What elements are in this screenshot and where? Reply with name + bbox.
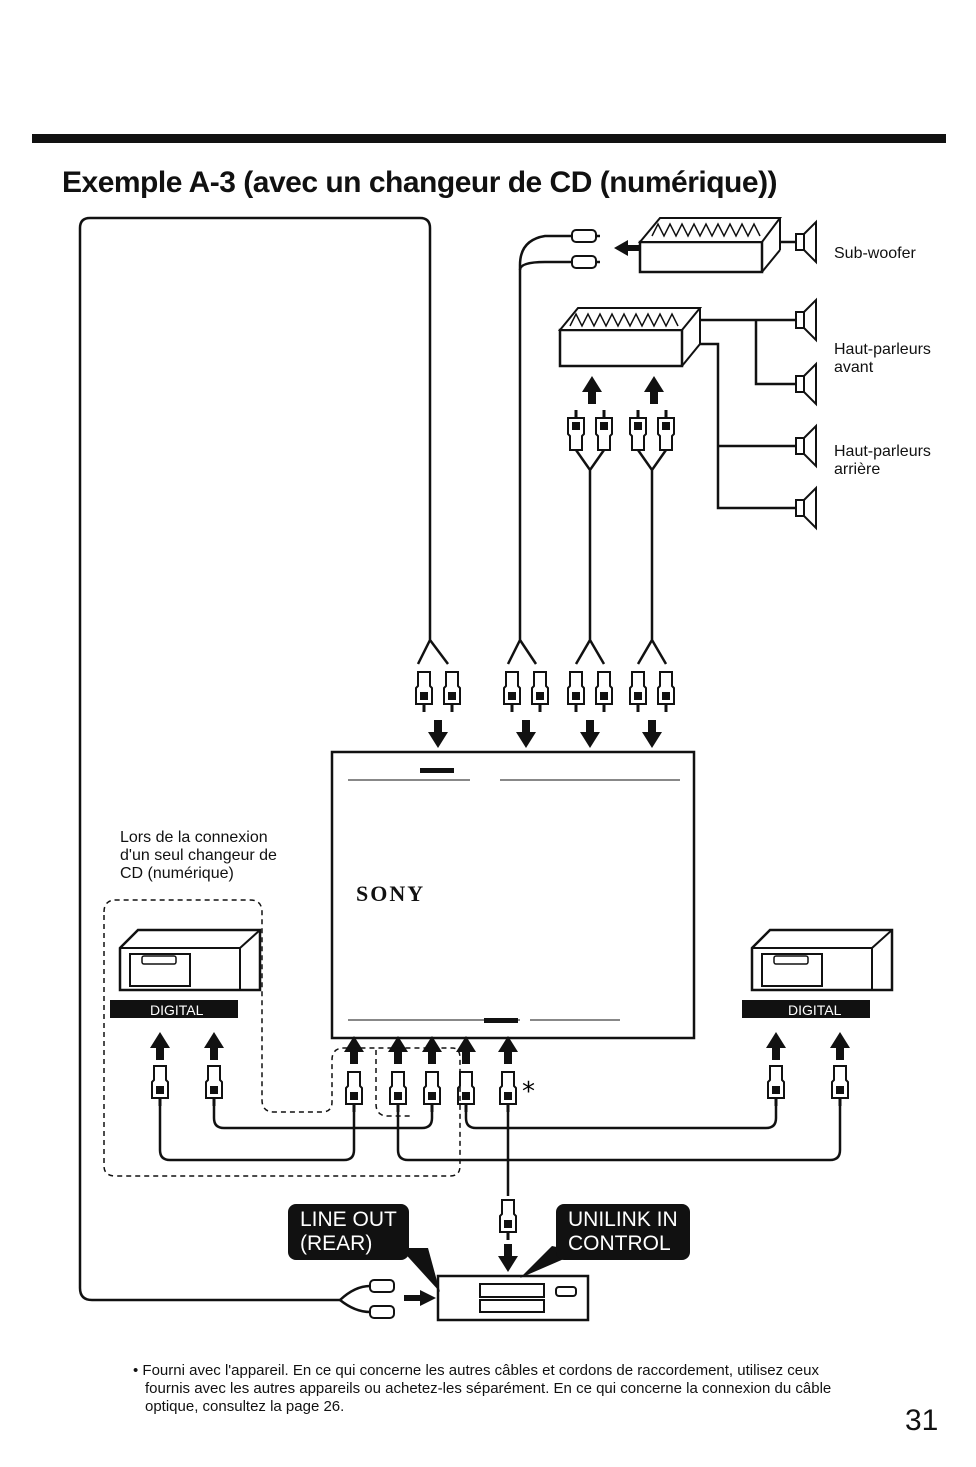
label-digital-right: DIGITAL: [788, 1002, 842, 1018]
footnote-line-3: optique, consultez la page 26.: [145, 1398, 345, 1415]
label-subwoofer: Sub-woofer: [834, 245, 916, 262]
callout-line-out-1: LINE OUT: [300, 1208, 397, 1231]
arrow-up-changer-left-1: [150, 1032, 170, 1060]
arrow-up-control-2: [498, 1036, 518, 1064]
head-unit: [436, 1274, 590, 1322]
subwoofer-input-plugs: [518, 229, 640, 271]
speaker-wires: [700, 318, 796, 510]
bottom-cables: [158, 1106, 842, 1196]
arrow-up-front: [582, 376, 602, 404]
footnote-line-1: • Fourni avec l'appareil. En ce qui conc…: [133, 1362, 819, 1379]
arrow-up-optical-2: [388, 1036, 408, 1064]
page-title: Exemple A-3 (avec un changeur de CD (num…: [62, 166, 778, 199]
label-digital-left: DIGITAL: [150, 1002, 204, 1018]
arrow-up-changer-right-2: [830, 1032, 850, 1060]
amplifier-input-plugs: [566, 408, 676, 452]
top-rule: [32, 134, 946, 143]
arrow-down-rear-out: [580, 720, 600, 748]
callout-line-out: LINE OUT (REAR): [288, 1204, 409, 1260]
asterisk-marker: *: [522, 1077, 535, 1107]
footnote-line-2: fournis avec les autres appareils ou ach…: [145, 1380, 832, 1397]
front-speaker-left: [795, 299, 817, 341]
single-changer-dashed-outline: [103, 899, 461, 1177]
single-changer-note-1: Lors de la connexion: [120, 829, 268, 846]
sony-logo: SONY: [356, 881, 426, 906]
rca-cables: [78, 216, 668, 1302]
footnote: • Fourni avec l'appareil. En ce qui conc…: [133, 1362, 933, 1416]
callout-line-out-2: (REAR): [300, 1232, 373, 1255]
label-rear-speakers-1: Haut-parleurs: [834, 443, 931, 460]
rear-speaker-left: [795, 425, 817, 467]
callout-unilink: UNILINK IN CONTROL: [556, 1204, 690, 1260]
processor-unit: [330, 750, 696, 1040]
arrow-down-front-out: [642, 720, 662, 748]
label-rear-speakers-2: arrière: [834, 461, 881, 478]
arrow-up-optical-1: [422, 1036, 442, 1064]
arrow-up-digital-in: [344, 1036, 364, 1064]
subwoofer-speaker: [780, 221, 817, 263]
arrow-down-subwoofer-out: [516, 720, 536, 748]
single-changer-note-2: d'un seul changeur de: [120, 847, 277, 864]
arrow-up-changer-left-2: [204, 1032, 224, 1060]
arrow-up-changer-right-1: [766, 1032, 786, 1060]
callout-unilink-2: CONTROL: [568, 1232, 671, 1255]
rear-speaker-right: [795, 487, 817, 529]
arrow-up-control-1: [456, 1036, 476, 1064]
unilink-plug: [498, 1198, 518, 1242]
callout-unilink-1: UNILINK IN: [568, 1208, 678, 1231]
arrow-down-head-unit: [498, 1244, 518, 1272]
front-speaker-right: [795, 363, 817, 405]
head-unit-line-out-plugs: [339, 1279, 436, 1319]
label-front-speakers-2: avant: [834, 359, 874, 376]
label-front-speakers-1: Haut-parleurs: [834, 341, 931, 358]
page-number: 31: [905, 1404, 939, 1437]
processor-top-plugs: [414, 670, 676, 714]
subwoofer-amplifier: [637, 217, 782, 274]
arrow-up-rear: [644, 376, 664, 404]
bottom-plugs: [150, 1064, 850, 1114]
arrow-down-analog-in: [428, 720, 448, 748]
main-amplifier: [557, 307, 703, 368]
single-changer-note-3: CD (numérique): [120, 865, 234, 882]
